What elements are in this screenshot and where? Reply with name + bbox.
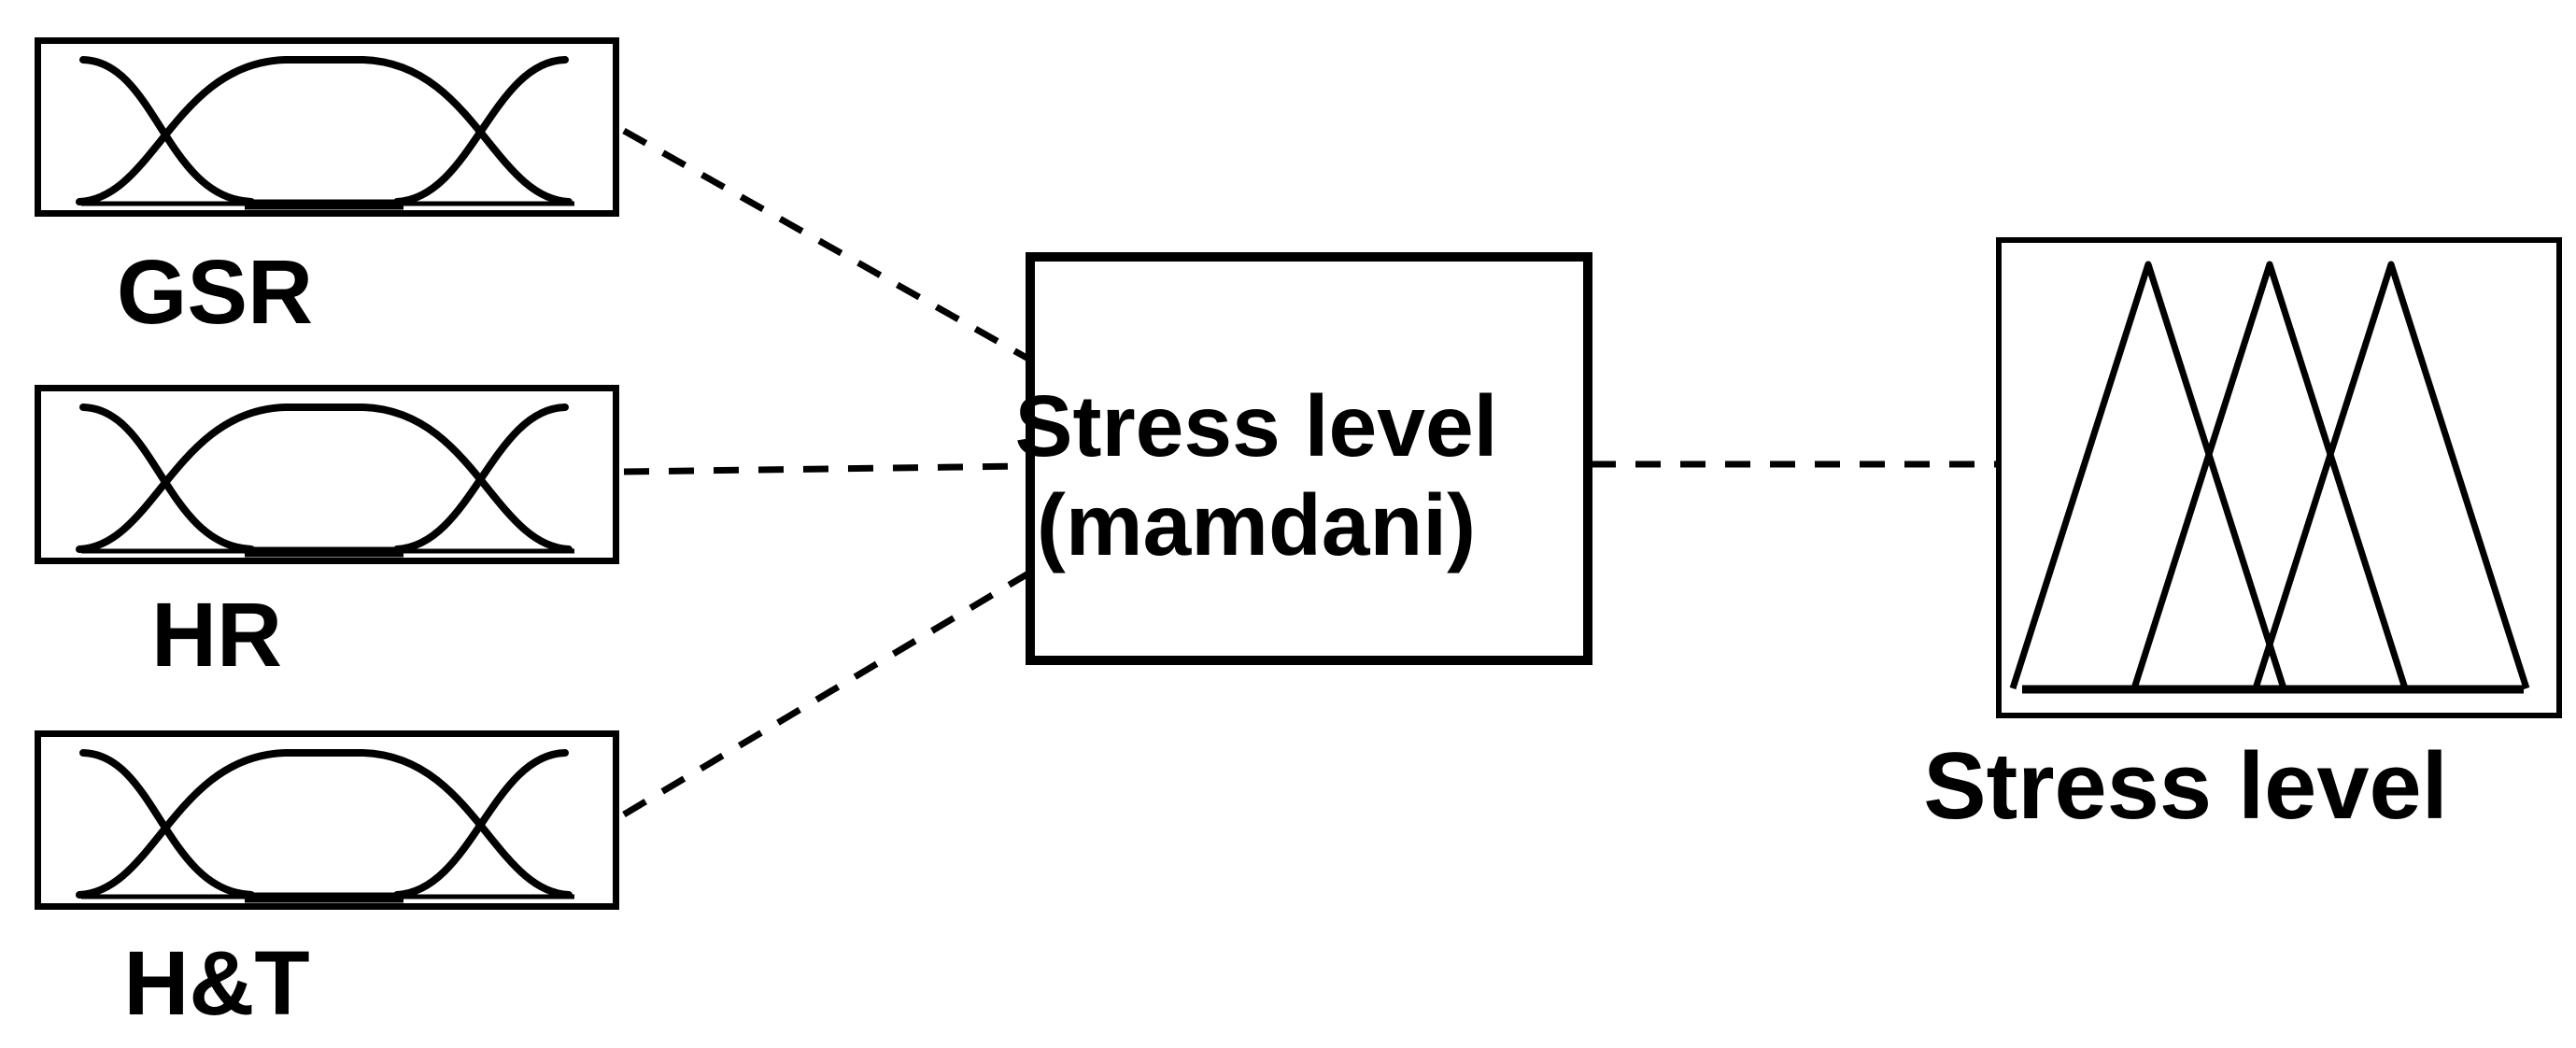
controller-label-line2: (mamdani) <box>1037 476 1476 574</box>
output-triangle-low <box>2009 261 2287 690</box>
gsr-membership-plot <box>38 41 616 214</box>
controller-label-line1: Stress level <box>1014 377 1497 474</box>
input-block-ht: H&T <box>38 734 616 1034</box>
connectors <box>622 127 1996 818</box>
output-triangle-high <box>2252 261 2530 690</box>
output-label: Stress level <box>1923 734 2448 839</box>
ht-label: H&T <box>123 932 309 1034</box>
controller-box <box>1026 252 1592 665</box>
controller-block: Stress level (mamdani) <box>1014 252 1592 665</box>
output-block: Stress level <box>1923 237 2562 839</box>
connector-ht-to-controller <box>622 570 1030 818</box>
output-membership-triangles <box>2009 261 2530 694</box>
output-triangle-medium <box>2130 261 2409 690</box>
ht-membership-plot <box>38 734 616 907</box>
gsr-label: GSR <box>117 241 313 343</box>
output-box <box>1996 237 2562 718</box>
input-block-gsr: GSR <box>38 41 616 343</box>
connector-hr-to-controller <box>623 462 1029 475</box>
connector-gsr-to-controller <box>622 127 1030 362</box>
hr-label: HR <box>151 584 282 686</box>
hr-membership-plot <box>38 389 616 561</box>
input-block-hr: HR <box>38 389 616 686</box>
